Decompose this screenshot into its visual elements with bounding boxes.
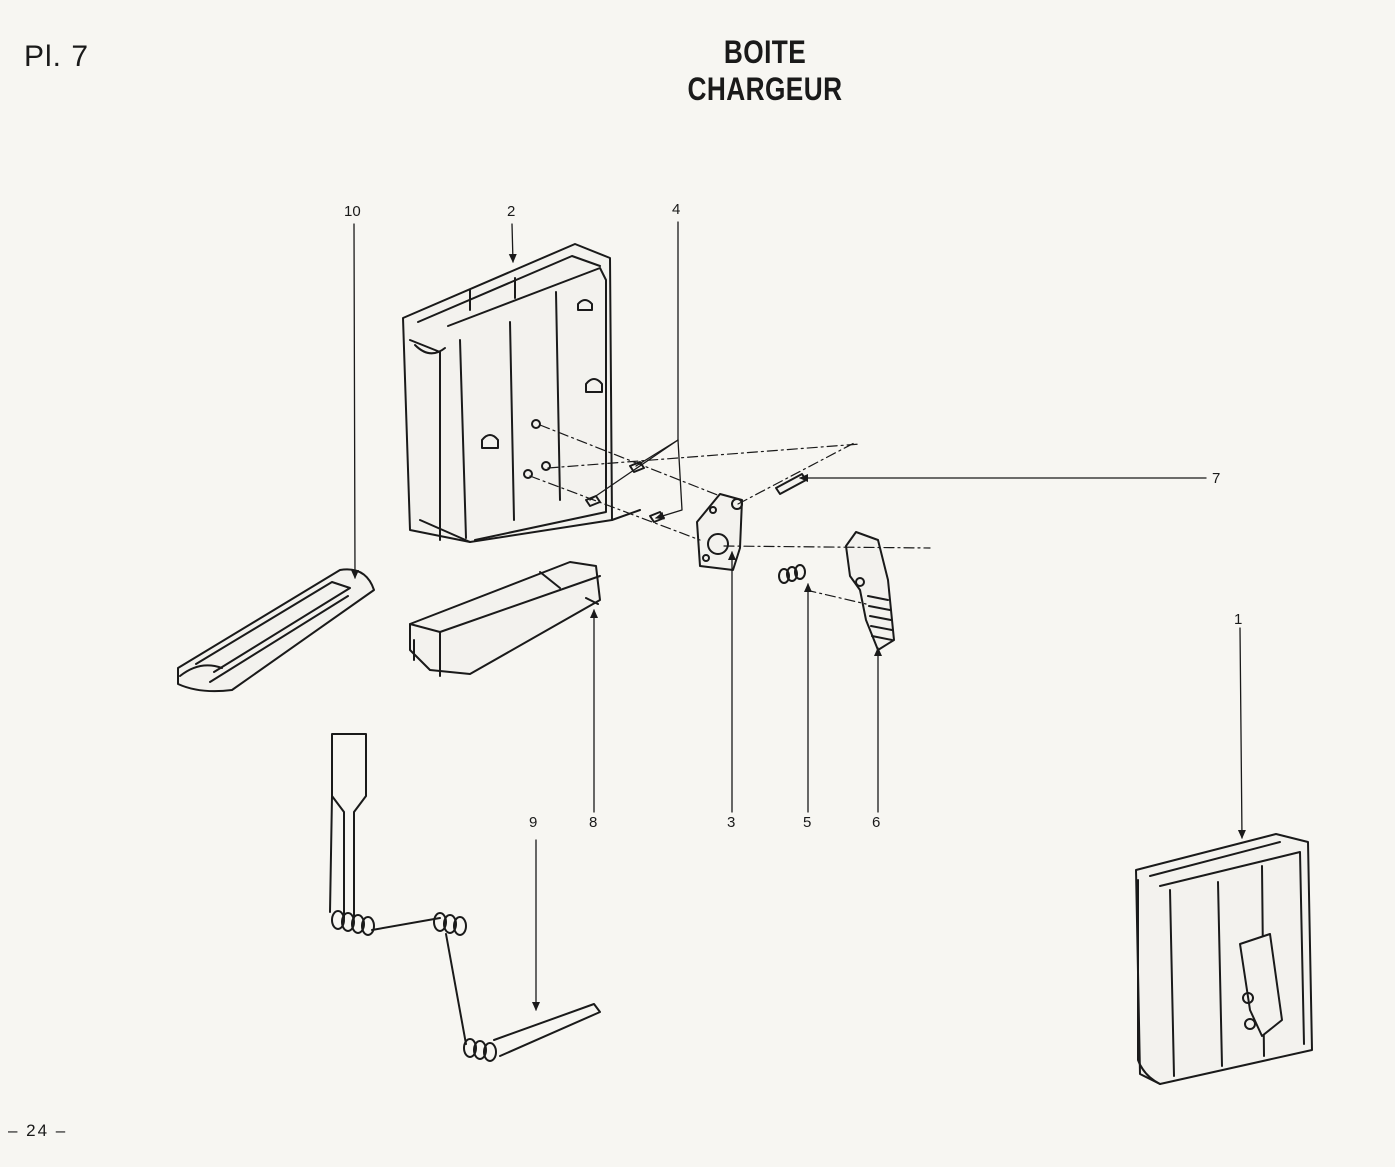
catch-plate-part	[696, 493, 743, 571]
floor-plate-part	[409, 561, 601, 677]
plate-title: BOITE CHARGEUR	[687, 34, 843, 107]
leader-lines	[350, 221, 1246, 1011]
spring-part	[778, 564, 806, 584]
magazine-body-part	[402, 243, 641, 543]
callout-6: 6	[872, 814, 880, 831]
assembly-axes	[529, 424, 931, 605]
callout-8: 8	[589, 814, 597, 831]
callout-1: 1	[1234, 611, 1242, 628]
pin-part	[775, 473, 807, 495]
latch-lever-part	[845, 531, 895, 651]
callout-10: 10	[344, 203, 361, 220]
callout-9: 9	[529, 814, 537, 831]
page-number: – 24 –	[8, 1121, 68, 1140]
callout-3: 3	[727, 814, 735, 831]
follower-plate-part	[177, 568, 375, 693]
callout-7: 7	[1212, 470, 1220, 487]
plate-number: Pl. 7	[24, 40, 90, 73]
callout-numbers: 10 2 4 7 1 9 8 3 5 6	[344, 201, 1242, 831]
callout-2: 2	[507, 203, 515, 220]
callout-4: 4	[672, 201, 680, 218]
callout-5: 5	[803, 814, 811, 831]
wire-spring-part	[329, 733, 601, 1062]
assembled-magazine-part	[1135, 833, 1313, 1085]
